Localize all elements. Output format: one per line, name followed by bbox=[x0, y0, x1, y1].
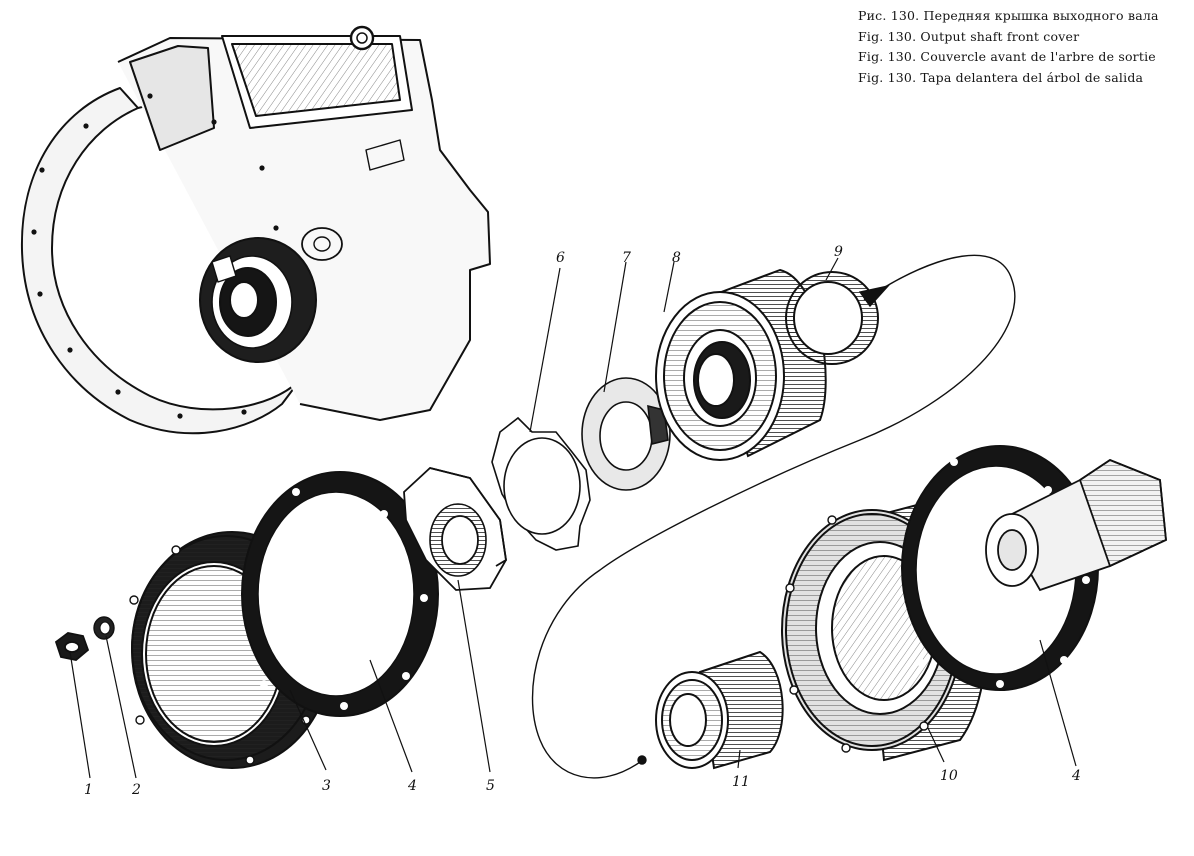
part-11-bushing bbox=[655, 650, 784, 770]
part-5-slotted-nut bbox=[403, 467, 507, 591]
callout-9: 9 bbox=[834, 244, 843, 260]
callout-11: 11 bbox=[732, 774, 750, 790]
part-8-bearing bbox=[655, 268, 827, 461]
part-6-lock-washer bbox=[491, 416, 591, 551]
caption-es: Fig. 130. Tapa delantera del árbol de sa… bbox=[858, 69, 1144, 85]
callout-6: 6 bbox=[556, 250, 565, 266]
caption-ru: Рис. 130. Передняя крышка выходного вала bbox=[858, 8, 1159, 23]
callout-3: 3 bbox=[322, 778, 331, 794]
part-7-tab-washer bbox=[581, 377, 671, 491]
output-shaft bbox=[985, 458, 1167, 592]
callout-1: 1 bbox=[84, 782, 93, 798]
part-4-gasket-left bbox=[241, 471, 439, 717]
callout-2: 2 bbox=[131, 782, 141, 798]
callout-5: 5 bbox=[486, 778, 495, 794]
figure-caption: Рис. 130. Передняя крышка выходного вала… bbox=[858, 6, 1188, 88]
callout-4-right: 4 bbox=[1071, 768, 1081, 784]
gearbox-housing bbox=[20, 25, 491, 435]
callout-10: 10 bbox=[940, 768, 958, 784]
callout-7: 7 bbox=[622, 250, 631, 266]
assembly-path-line bbox=[531, 254, 1016, 779]
caption-fr: Fig. 130. Couvercle avant de l'arbre de … bbox=[858, 49, 1156, 64]
callout-numbers: 1 2 3 4 5 6 7 8 9 10 11 4 bbox=[84, 244, 1081, 798]
part-9-spacer-ring bbox=[785, 271, 879, 365]
callout-8: 8 bbox=[672, 250, 681, 266]
part-1-nut bbox=[54, 632, 90, 661]
callout-4-left: 4 bbox=[407, 778, 417, 794]
part-2-washer bbox=[93, 616, 115, 640]
caption-en: Fig. 130. Output shaft front cover bbox=[858, 28, 1080, 44]
leader-lines bbox=[69, 257, 1077, 779]
